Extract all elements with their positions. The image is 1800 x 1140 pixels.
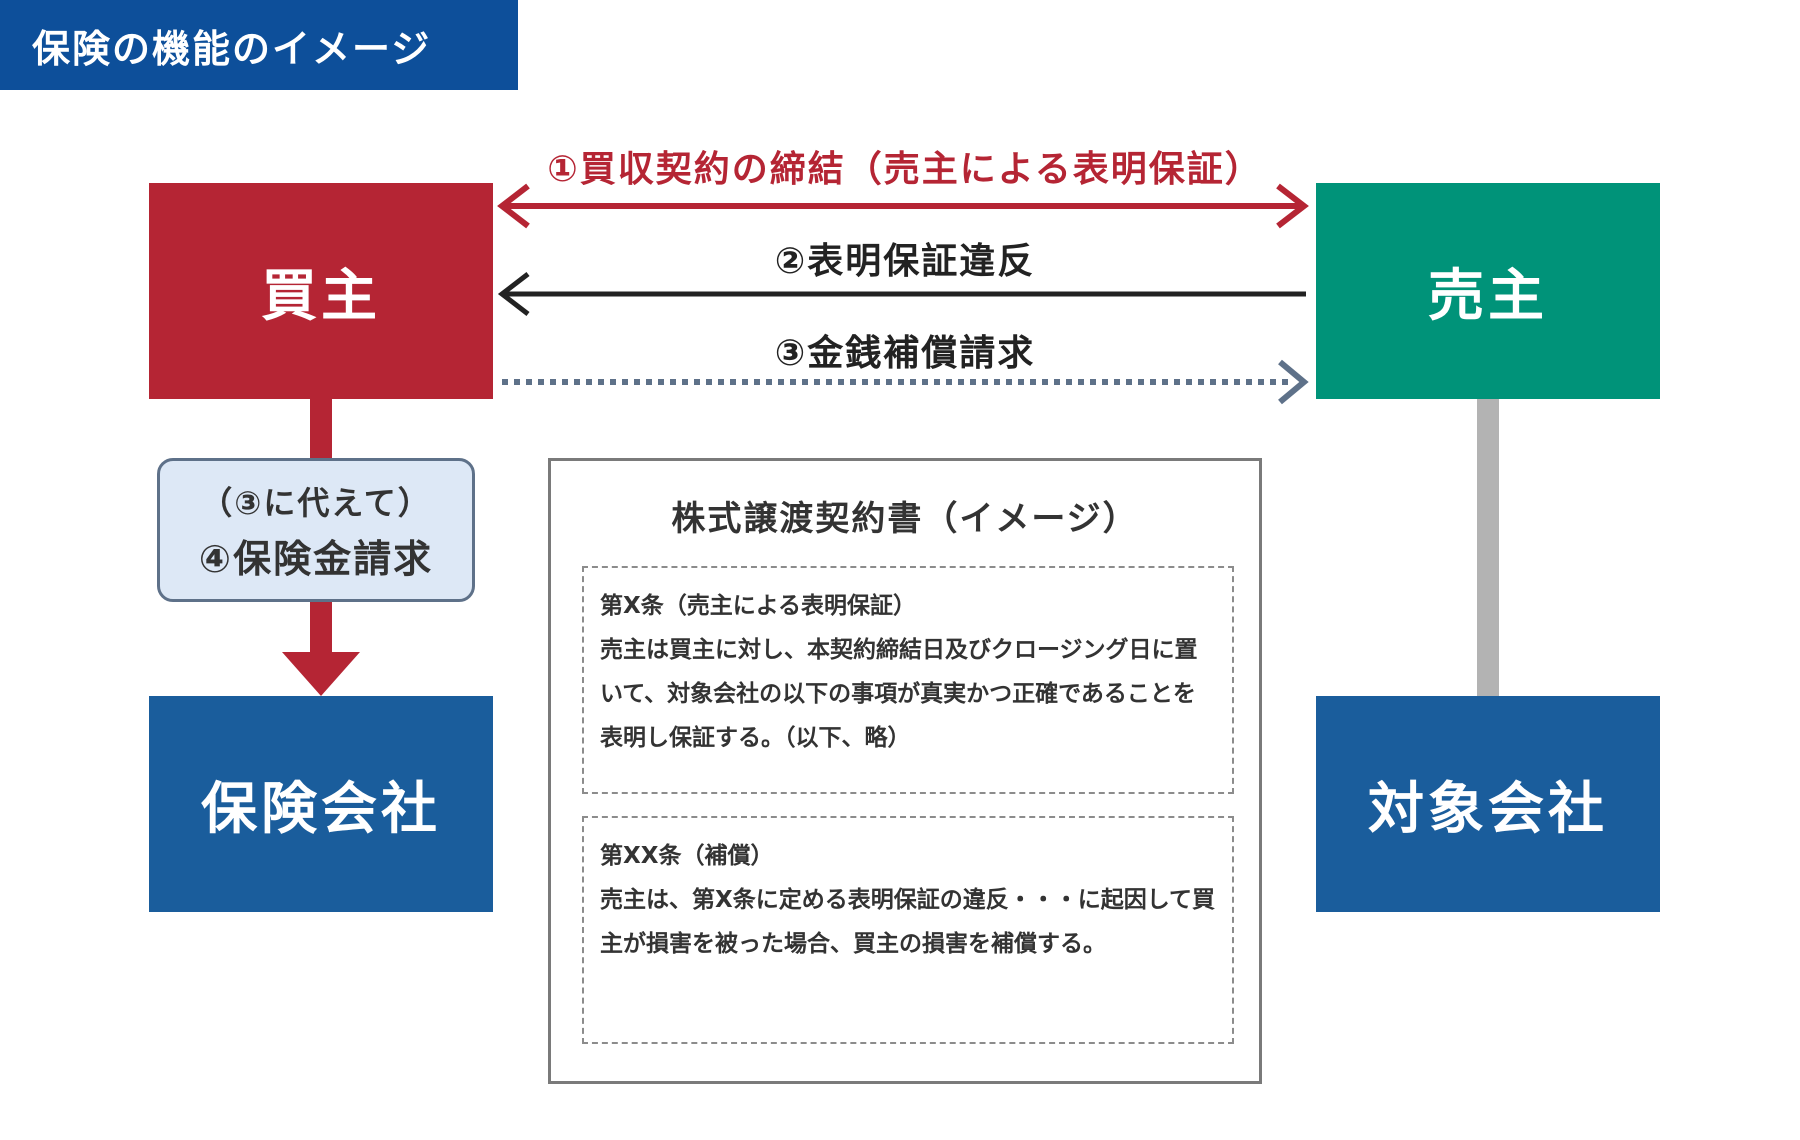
contract-label: ①買収契約の締結（売主による表明保証）	[547, 149, 1263, 190]
seller-box: 売主	[1316, 183, 1660, 399]
clause-warranty: 第X条（売主による表明保証） 売主は買主に対し、本契約締結日及びクロージング日に…	[582, 566, 1234, 794]
page-title: 保険の機能のイメージ	[0, 0, 518, 90]
clause-body: 売主は、第X条に定める表明保証の違反・・・に起因して買主が損害を被った場合、買主…	[600, 887, 1216, 957]
clause-body: 売主は買主に対し、本契約締結日及びクロージング日に置いて、対象会社の以下の事項が…	[600, 637, 1198, 751]
clause-heading: 第X条（売主による表明保証）	[600, 593, 917, 619]
breach-arrowhead	[497, 272, 530, 316]
buyer-insurer-stem-bottom	[310, 602, 332, 654]
contract-arrowhead-right	[1276, 183, 1309, 229]
insurance-claim-note: （③に代えて）	[200, 483, 432, 522]
contract-arrowhead-left	[497, 183, 530, 229]
breach-label: ②表明保証違反	[774, 241, 1036, 282]
clause-heading: 第XX条（補償）	[600, 843, 774, 869]
insurance-claim-box: （③に代えて） ④保険金請求	[157, 458, 475, 602]
buyer-insurer-arrowhead	[282, 652, 360, 696]
contract-document: 株式譲渡契約書（イメージ） 第X条（売主による表明保証） 売主は買主に対し、本契…	[548, 458, 1262, 1084]
buyer-insurer-stem-top	[310, 399, 332, 459]
insurance-claim-label: ④保険金請求	[198, 536, 434, 581]
buyer-box: 買主	[149, 183, 493, 399]
insurer-box: 保険会社	[149, 696, 493, 912]
compensation-arrowhead	[1278, 359, 1309, 405]
seller-target-link	[1477, 399, 1499, 696]
clause-indemnity: 第XX条（補償） 売主は、第X条に定める表明保証の違反・・・に起因して買主が損害…	[582, 816, 1234, 1044]
target-company-box: 対象会社	[1316, 696, 1660, 912]
compensation-label: ③金銭補償請求	[774, 333, 1036, 374]
contract-title: 株式譲渡契約書（イメージ）	[671, 499, 1139, 539]
